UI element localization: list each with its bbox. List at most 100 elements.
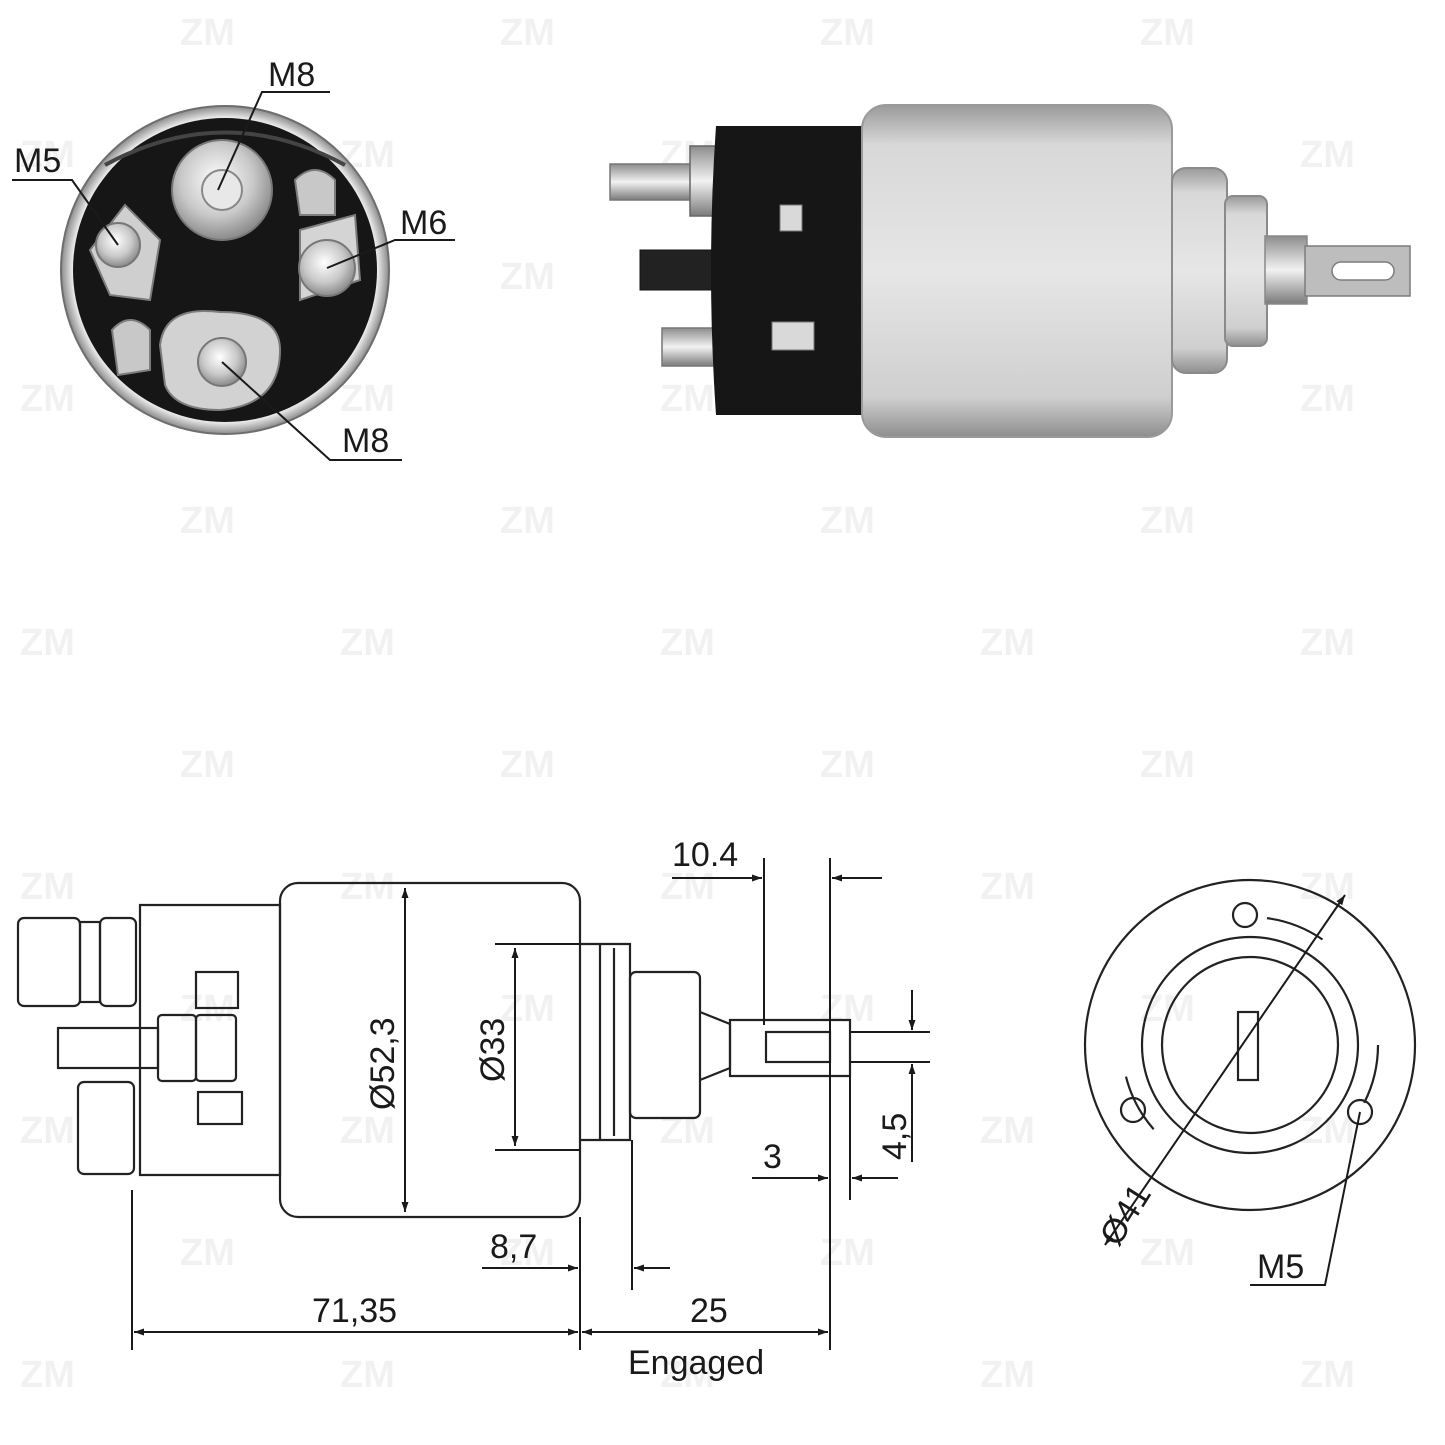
drawing-spade-tab <box>194 970 240 1010</box>
m8-bottom-leader <box>221 361 402 461</box>
watermark-text: ZM <box>1300 866 1355 908</box>
watermark-text: ZM <box>820 988 875 1030</box>
watermark-text: ZM <box>500 744 555 786</box>
watermark-text: ZM <box>20 1110 75 1152</box>
watermark-text: ZM <box>820 500 875 542</box>
m6-label: M6 <box>400 204 447 242</box>
end-view-small-lug <box>293 169 336 216</box>
watermark-text: ZM <box>1300 1354 1355 1396</box>
drawing-washer-upper <box>78 920 102 1004</box>
m8-top-terminal-stud <box>201 169 243 211</box>
dim-body-diameter: Ø52,3 <box>364 1017 402 1110</box>
dim-stroke-note: Engaged <box>628 1344 764 1382</box>
dim-hole-thread: M5 <box>1257 1248 1304 1286</box>
end-view-photo: M8 M5 M6 M8 <box>12 56 455 461</box>
drawing-plunger-body <box>628 970 702 1120</box>
watermark-text: ZM <box>500 988 555 1030</box>
watermark-text: ZM <box>1140 12 1195 54</box>
watermark-text: ZM <box>180 500 235 542</box>
watermark-text: ZM <box>500 500 555 542</box>
drawing-middle-stud <box>56 1026 160 1070</box>
watermark-text: ZM <box>20 866 75 908</box>
watermark-text: ZM <box>1300 622 1355 664</box>
watermark-text: ZM <box>340 1110 395 1152</box>
side-view-photo <box>609 104 1411 438</box>
flange-outer-circle <box>1083 878 1417 1212</box>
watermark-text: ZM <box>180 744 235 786</box>
flange-boss-outer <box>1140 935 1360 1155</box>
side-photo-stud-lower <box>661 327 723 367</box>
drawing-plunger-neck <box>699 1010 732 1082</box>
watermark-text: ZM <box>1300 134 1355 176</box>
m5-label: M5 <box>14 142 61 180</box>
side-photo-insulator-cap <box>711 126 870 415</box>
watermark-text: ZM <box>1140 500 1195 542</box>
end-view-cap-rim <box>104 130 346 167</box>
dim-tip-offset: 3 <box>763 1138 782 1176</box>
watermark-text: ZM <box>820 12 875 54</box>
dim-hole-thread-leader <box>1250 1111 1361 1286</box>
watermark-text: ZM <box>340 866 395 908</box>
watermark-text: ZM <box>660 622 715 664</box>
watermark-text: ZM <box>980 1354 1035 1396</box>
watermark-text: ZM <box>980 622 1035 664</box>
watermark-text: ZM <box>20 622 75 664</box>
side-drawing: Ø52,3 Ø33 10.4 4,5 3 8,7 71,35 <box>16 836 930 1382</box>
side-photo-fork-slot <box>1331 261 1395 281</box>
side-photo-lower-tab <box>771 321 815 351</box>
m8-top-label: M8 <box>268 56 315 94</box>
dim-stroke: 25 <box>690 1292 728 1330</box>
flange-hole-right <box>1346 1098 1374 1126</box>
side-photo-collar-ring <box>1224 195 1268 347</box>
watermark-text: ZM <box>340 378 395 420</box>
watermark-text: ZM <box>660 866 715 908</box>
drawing-lower-tab <box>196 1090 244 1126</box>
watermark-text: ZM <box>500 12 555 54</box>
drawing-cap <box>138 903 282 1177</box>
watermark-text: ZM <box>820 1232 875 1274</box>
end-view-bottom-lug <box>110 319 151 377</box>
watermark-text: ZM <box>1300 1110 1355 1152</box>
drawing-collar-grooves <box>598 944 616 1140</box>
watermark-text: ZM <box>660 1110 715 1152</box>
flange-hole-top <box>1231 901 1259 929</box>
watermark-text: ZM <box>820 744 875 786</box>
side-photo-plunger-shaft <box>1264 235 1308 305</box>
watermark-text: ZM <box>1300 378 1355 420</box>
m5-leader <box>12 179 119 246</box>
drawing-nut-upper-left <box>16 916 82 1008</box>
m8-top-leader <box>217 91 330 191</box>
watermark-text: ZM <box>20 1354 75 1396</box>
watermark-text: ZM <box>980 866 1035 908</box>
side-photo-spade-tab <box>779 204 803 232</box>
dim-total-length: 71,35 <box>312 1292 397 1330</box>
watermark-text: ZM <box>180 1232 235 1274</box>
dim-tip-width: 4,5 <box>876 1113 914 1160</box>
drawing-housing <box>278 881 582 1219</box>
m8-bottom-label: M8 <box>342 422 389 460</box>
flange-boss-inner <box>1160 955 1340 1135</box>
drawing-collar <box>580 942 632 1142</box>
flange-drawing: Ø41 M5 <box>1083 878 1417 1286</box>
watermark-text: ZM <box>660 378 715 420</box>
dim-bolt-circle-line <box>1104 894 1346 1246</box>
watermark-text: ZM <box>1140 744 1195 786</box>
watermark-text: ZM <box>340 622 395 664</box>
dim-plunger-diameter: Ø33 <box>474 1018 512 1082</box>
dim-step-length: 8,7 <box>490 1228 537 1266</box>
watermark-text: ZM <box>1140 1232 1195 1274</box>
watermark-text: ZM <box>980 1110 1035 1152</box>
drawing-fork-slot <box>764 1030 832 1064</box>
m6-leader <box>326 239 455 269</box>
flange-bolt-circle <box>1120 915 1380 1175</box>
side-photo-stud-upper <box>609 163 696 201</box>
dim-tip-length: 10.4 <box>672 836 738 874</box>
watermark-text: ZM <box>20 378 75 420</box>
drawing-lower-nut <box>76 1080 136 1176</box>
watermark-text: ZM <box>20 134 75 176</box>
watermark-text: ZM <box>340 1354 395 1396</box>
side-photo-collar <box>1171 167 1228 374</box>
watermark-text: ZM <box>660 1354 715 1396</box>
watermark-text: ZM <box>500 256 555 298</box>
